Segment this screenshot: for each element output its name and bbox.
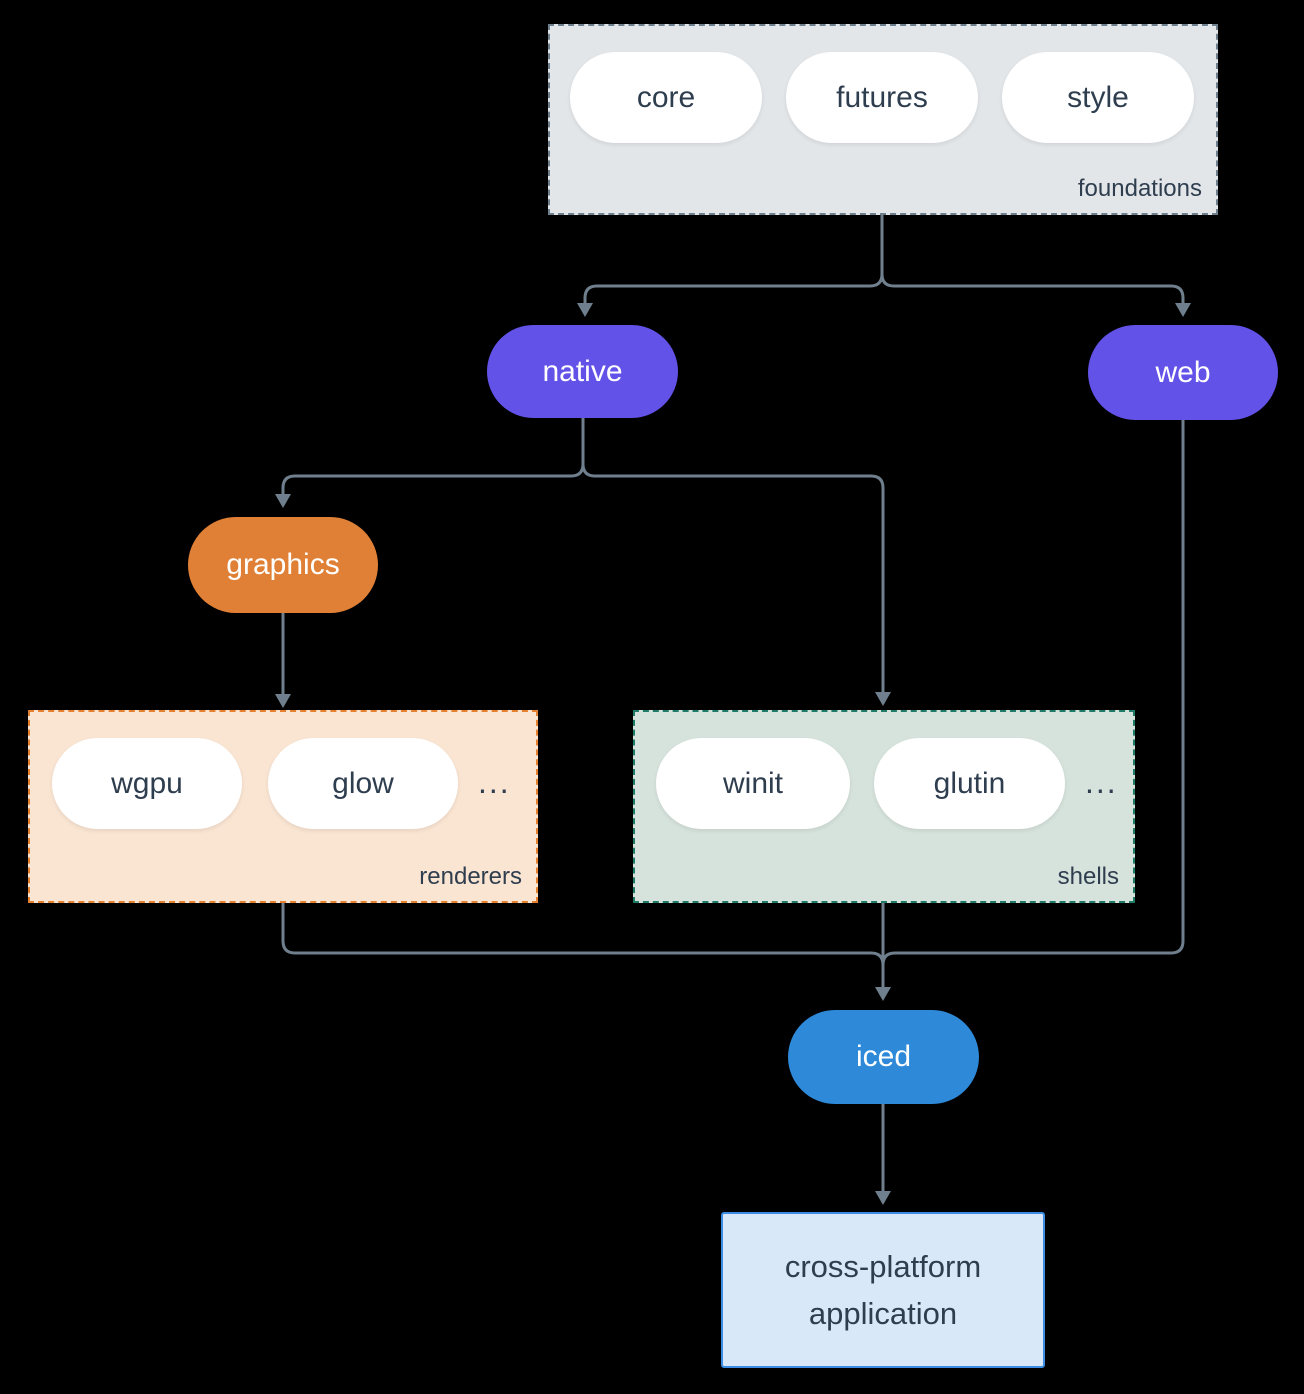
- node-native: native: [487, 325, 678, 418]
- node-web-label: web: [1155, 355, 1211, 389]
- arrowhead-iced: [875, 987, 891, 1001]
- node-glow-label: glow: [332, 766, 394, 800]
- node-winit: winit: [656, 738, 850, 829]
- node-graphics-label: graphics: [226, 548, 340, 581]
- node-glutin-label: glutin: [933, 766, 1006, 800]
- node-graphics: graphics: [188, 517, 378, 613]
- node-iced-label: iced: [855, 1040, 912, 1073]
- node-cross-platform-application-label: cross-platform application: [784, 1249, 982, 1331]
- renderers-group-label: renderers: [419, 863, 522, 890]
- arrowhead-shells: [875, 692, 891, 706]
- node-futures-label: futures: [836, 80, 928, 114]
- edge-native-to-shells: [581, 463, 885, 692]
- renderers-group-box: wgpu glow ... renderers: [28, 710, 538, 903]
- node-native-label: native: [542, 354, 623, 388]
- node-iced: iced: [788, 1010, 979, 1104]
- node-style: style: [1002, 52, 1194, 143]
- edge-renderers-to-iced: [281, 903, 885, 966]
- node-glow: glow: [268, 738, 458, 829]
- foundations-group-box: core futures style foundations: [548, 24, 1218, 215]
- foundations-group-label: foundations: [1077, 175, 1202, 202]
- node-glutin: glutin: [874, 738, 1065, 829]
- node-core-label: core: [636, 80, 696, 114]
- arrowhead-graphics: [275, 494, 291, 508]
- arrowhead-native: [577, 303, 593, 317]
- node-futures: futures: [786, 52, 978, 143]
- node-wgpu: wgpu: [52, 738, 242, 829]
- edge-foundations-to-web: [880, 273, 1185, 303]
- node-wgpu-label: wgpu: [111, 766, 183, 800]
- renderers-ellipsis: ...: [478, 764, 511, 800]
- node-winit-label: winit: [722, 766, 783, 800]
- arrowhead-web: [1175, 303, 1191, 317]
- shells-group-box: winit glutin ... shells: [633, 710, 1135, 903]
- node-style-label: style: [1067, 80, 1129, 114]
- edge-native-to-graphics: [281, 418, 585, 494]
- arrowhead-application: [875, 1191, 891, 1205]
- node-core: core: [570, 52, 762, 143]
- arrowhead-renderers: [275, 694, 291, 708]
- shells-ellipsis: ...: [1085, 764, 1118, 800]
- shells-group-label: shells: [1057, 863, 1119, 890]
- edge-foundations-to-native: [583, 215, 884, 303]
- node-web: web: [1088, 325, 1278, 420]
- node-cross-platform-application: cross-platform application: [721, 1212, 1045, 1368]
